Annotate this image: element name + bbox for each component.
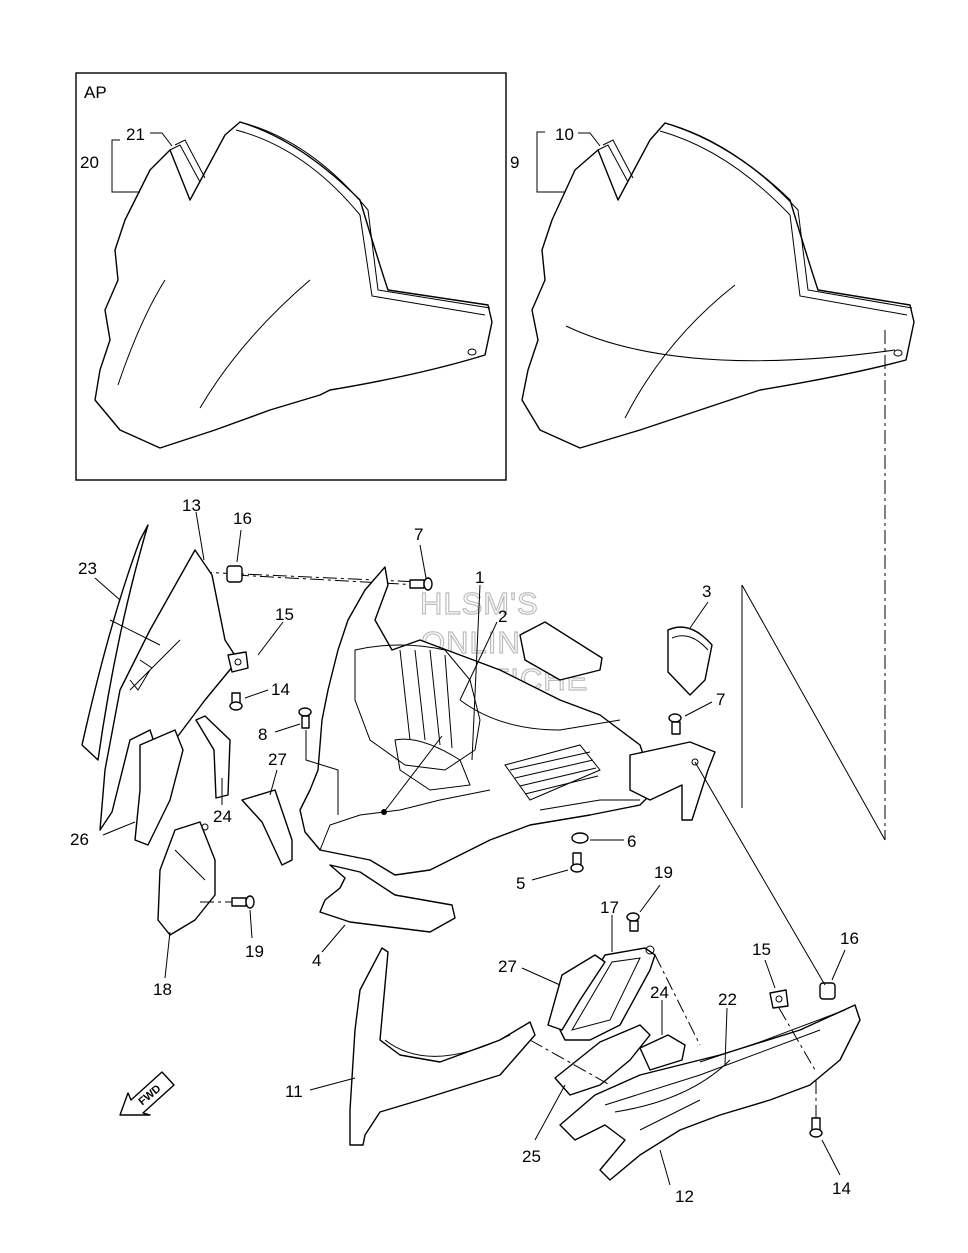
screw-19-right [626, 912, 640, 932]
nut-15-right [769, 989, 789, 1009]
grommet-16-right [819, 982, 836, 1000]
inset-frame [75, 72, 507, 481]
duct-17 [559, 945, 656, 1041]
callout-22: 22 [718, 990, 737, 1009]
bracket-3 [667, 626, 713, 696]
callout-18: 18 [153, 980, 172, 999]
side-cover-left [81, 524, 239, 831]
pad-27-left [241, 789, 293, 866]
callout-8: 8 [258, 725, 267, 744]
leader-21 [150, 132, 173, 147]
callout-15-right: 15 [752, 940, 771, 959]
forward-arrow-icon: FWD [119, 1071, 175, 1116]
pad-24-left [195, 715, 231, 799]
screw-8 [298, 707, 312, 729]
screw-14-left [229, 692, 243, 711]
inner-panel-25 [554, 1024, 651, 1096]
grommet-16-left [226, 565, 243, 583]
lower-cover-4 [319, 864, 456, 933]
callout-24-right: 24 [650, 983, 669, 1002]
side-panel-22 [699, 1009, 846, 1063]
windscreen-optional [94, 121, 493, 449]
callout-4: 4 [312, 951, 321, 970]
nut-15-left [227, 651, 249, 673]
callout-16-left: 16 [233, 509, 252, 528]
side-cover-right-upper [629, 741, 716, 821]
callout-25: 25 [522, 1147, 541, 1166]
callout-13: 13 [182, 496, 201, 515]
callout-14-right: 14 [832, 1179, 851, 1198]
callout-19-right: 19 [654, 863, 673, 882]
callout-27-right: 27 [498, 957, 517, 976]
callout-5: 5 [516, 874, 525, 893]
windscreen [521, 122, 915, 449]
callout-24-left: 24 [213, 807, 232, 826]
inset-label: AP [84, 83, 107, 102]
leader-20 [111, 139, 140, 193]
washer-6 [571, 832, 589, 844]
callout-12: 12 [675, 1187, 694, 1206]
screw-7-right [668, 713, 682, 735]
callout-6: 6 [627, 832, 636, 851]
leader-10 [578, 132, 601, 147]
callout-16-right: 16 [840, 929, 859, 948]
callout-21: 21 [126, 125, 145, 144]
pad-27-right [547, 954, 606, 1031]
callout-23: 23 [78, 559, 97, 578]
leader-9 [536, 131, 565, 193]
screw-14-right [809, 1117, 823, 1138]
screw-7-top [409, 577, 433, 591]
callout-19-left: 19 [245, 942, 264, 961]
callout-10: 10 [555, 125, 574, 144]
callout-17: 17 [600, 898, 619, 917]
callout-7-top: 7 [414, 525, 423, 544]
inner-panel-26 [134, 729, 184, 846]
callout-27-left: 27 [268, 750, 287, 769]
callout-15-left: 15 [275, 605, 294, 624]
callout-26: 26 [70, 830, 89, 849]
callout-2: 2 [498, 607, 507, 626]
inner-panel-2 [519, 621, 603, 681]
pad-24-right [639, 1034, 686, 1071]
callout-14-left: 14 [271, 680, 290, 699]
callout-9: 9 [510, 153, 519, 172]
screw-19-left [231, 895, 255, 909]
callout-7-right: 7 [716, 690, 725, 709]
duct-18 [157, 821, 216, 936]
callout-3: 3 [702, 582, 711, 601]
callout-1: 1 [475, 568, 484, 587]
callout-11: 11 [285, 1082, 303, 1101]
screw-5 [570, 852, 584, 873]
upper-cowling-1 [299, 566, 656, 876]
callout-20: 20 [80, 153, 99, 172]
lower-cowl-11 [349, 947, 536, 1146]
